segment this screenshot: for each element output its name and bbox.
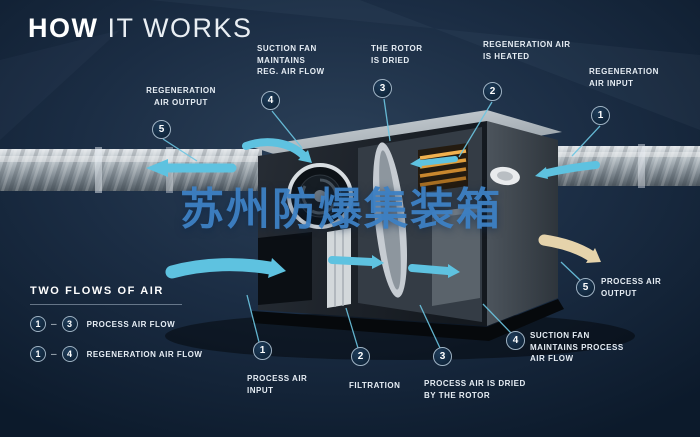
- legend-dash-1: –: [51, 318, 57, 330]
- title-word-how: HOW: [28, 13, 99, 43]
- process-air-input-arrow: [165, 258, 286, 279]
- watermark-text: 苏州防爆集装箱: [180, 185, 502, 234]
- background-light-streaks: [150, 0, 700, 130]
- label-regeneration-air-heated: REGENERATION AIR IS HEATED: [483, 40, 571, 61]
- label-rotor-dried: THE ROTOR IS DRIED: [371, 44, 423, 65]
- regeneration-air-input-arrow: [535, 161, 600, 179]
- badge-regeneration-air-heated: 2: [483, 82, 502, 101]
- duct-port: [490, 166, 520, 186]
- page-title: HOW IT WORKS: [28, 13, 253, 44]
- fan-intake-arrow: [242, 138, 312, 163]
- regeneration-air-output-arrow: [146, 159, 237, 177]
- legend-badge-4: 4: [61, 346, 78, 362]
- heater: [418, 143, 468, 193]
- duct-left: [0, 147, 262, 193]
- fan-icon: [287, 163, 353, 229]
- label-process-air-input: PROCESS AIR INPUT: [247, 374, 308, 395]
- duct-right: [530, 144, 700, 188]
- machine-base: [252, 299, 564, 341]
- leader-lines: [162, 98, 601, 349]
- badge-rotor-dried: 3: [373, 79, 392, 98]
- badge-regeneration-air-output: 5: [152, 120, 171, 139]
- legend-row-process: 1 – 3 PROCESS AIR FLOW: [30, 316, 202, 332]
- process-air-output-arrow: [538, 234, 601, 263]
- filter-panel: [327, 228, 351, 308]
- legend-heading: TWO FLOWS OF AIR: [30, 285, 164, 297]
- label-process-air-output: PROCESS AIR OUTPUT: [601, 277, 662, 298]
- legend-label-regeneration: REGENERATION AIR FLOW: [86, 349, 203, 359]
- badge-filtration: 2: [351, 347, 370, 366]
- rotor: [372, 142, 408, 298]
- legend-dash-2: –: [51, 348, 57, 360]
- label-suction-fan-process: SUCTION FAN MAINTAINS PROCESS AIR FLOW: [530, 331, 624, 364]
- label-filtration: FILTRATION: [349, 381, 401, 390]
- badge-suction-fan-reg: 4: [261, 91, 280, 110]
- legend-divider: [30, 304, 182, 305]
- badge-process-air-input: 1: [253, 341, 272, 360]
- badge-regeneration-air-input: 1: [591, 106, 610, 125]
- title-word-it-works: IT WORKS: [107, 13, 253, 43]
- legend-badge-1b: 1: [30, 346, 46, 362]
- label-regeneration-air-input: REGENERATION AIR INPUT: [589, 67, 659, 88]
- legend-badge-1a: 1: [30, 316, 46, 332]
- label-suction-fan-reg: SUCTION FAN MAINTAINS REG. AIR FLOW: [257, 44, 325, 77]
- airflow-arrows: [146, 138, 601, 279]
- process-flow-arrow-1: [328, 255, 384, 269]
- badge-suction-fan-process: 4: [506, 331, 525, 350]
- label-process-air-dried: PROCESS AIR IS DRIED BY THE ROTOR: [424, 379, 526, 400]
- legend-row-regeneration: 1 – 4 REGENERATION AIR FLOW: [30, 346, 202, 362]
- legend-badge-3: 3: [61, 316, 78, 332]
- process-flow-arrow-2: [408, 264, 460, 278]
- rotor-drying-arrow: [410, 156, 458, 168]
- label-regeneration-air-output: REGENERATION AIR OUTPUT: [146, 86, 216, 107]
- legend-label-process: PROCESS AIR FLOW: [86, 319, 176, 329]
- badge-process-air-dried: 3: [433, 347, 452, 366]
- legend: TWO FLOWS OF AIR 1 – 3 PROCESS AIR FLOW …: [30, 285, 202, 376]
- badge-process-air-output: 5: [576, 278, 595, 297]
